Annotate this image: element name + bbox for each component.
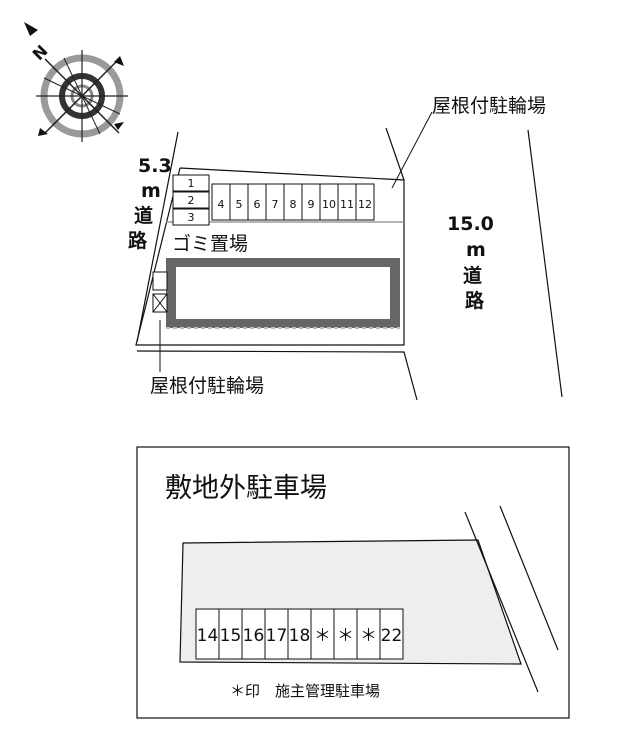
parking-slot-label: ＊ xyxy=(337,626,354,646)
road-name-char: 路 xyxy=(465,289,485,312)
road-width: 5.3 xyxy=(138,155,172,177)
parking-slot-label: 4 xyxy=(218,198,225,211)
right-road-label: 15.0 m 道 路 xyxy=(447,213,494,312)
trash-area-label: ゴミ置場 xyxy=(172,233,248,255)
parking-slot xyxy=(355,183,375,221)
road-width: 15.0 xyxy=(447,213,494,235)
parking-slot-label: 8 xyxy=(290,198,297,211)
stacked-parking-slots: 1 2 3 xyxy=(172,174,210,226)
parking-slot xyxy=(379,608,404,660)
parking-slot-label: 5 xyxy=(236,198,243,211)
road-name-char: 路 xyxy=(128,229,148,252)
left-road-label: 5.3 m 道 路 xyxy=(128,155,172,252)
parking-slot-label: 14 xyxy=(197,626,219,646)
parking-slot-label: 12 xyxy=(358,198,372,211)
road-width-unit: m xyxy=(141,180,161,202)
parking-slot-label: 9 xyxy=(308,198,315,211)
parking-slot-label: 2 xyxy=(188,194,195,207)
parking-slot-label: ＊ xyxy=(314,626,331,646)
offsite-parking-note: ＊印 施主管理駐車場 xyxy=(230,682,380,700)
building xyxy=(166,258,400,329)
road-name-char: 道 xyxy=(463,264,482,287)
road-name-char: 道 xyxy=(134,204,153,227)
parking-slot-label: 1 xyxy=(188,177,195,190)
bike-parking-leaders xyxy=(159,111,433,372)
parking-slot-label: 10 xyxy=(322,198,336,211)
parking-slot-label: 18 xyxy=(289,626,311,646)
bike-rack-left xyxy=(152,271,168,313)
bike-parking-bottom-label: 屋根付駐輪場 xyxy=(150,375,264,397)
bike-parking-top-label: 屋根付駐輪場 xyxy=(432,95,546,117)
compass-north-label: N xyxy=(29,41,52,64)
parking-slot-label: 22 xyxy=(381,626,403,646)
road-width-unit: m xyxy=(466,239,486,261)
parking-slot-label: ＊ xyxy=(360,626,377,646)
parking-slot-label: 7 xyxy=(272,198,279,211)
parking-slot-label: 6 xyxy=(254,198,261,211)
parking-slot-label: 3 xyxy=(188,211,195,224)
parking-slot-label: 11 xyxy=(340,198,354,211)
parking-slot-label: 17 xyxy=(266,626,288,646)
parking-slot-label: 15 xyxy=(220,626,242,646)
parking-slot-label: 16 xyxy=(243,626,265,646)
offsite-parking-title: 敷地外駐車場 xyxy=(165,473,327,504)
compass-icon: N xyxy=(24,22,128,142)
